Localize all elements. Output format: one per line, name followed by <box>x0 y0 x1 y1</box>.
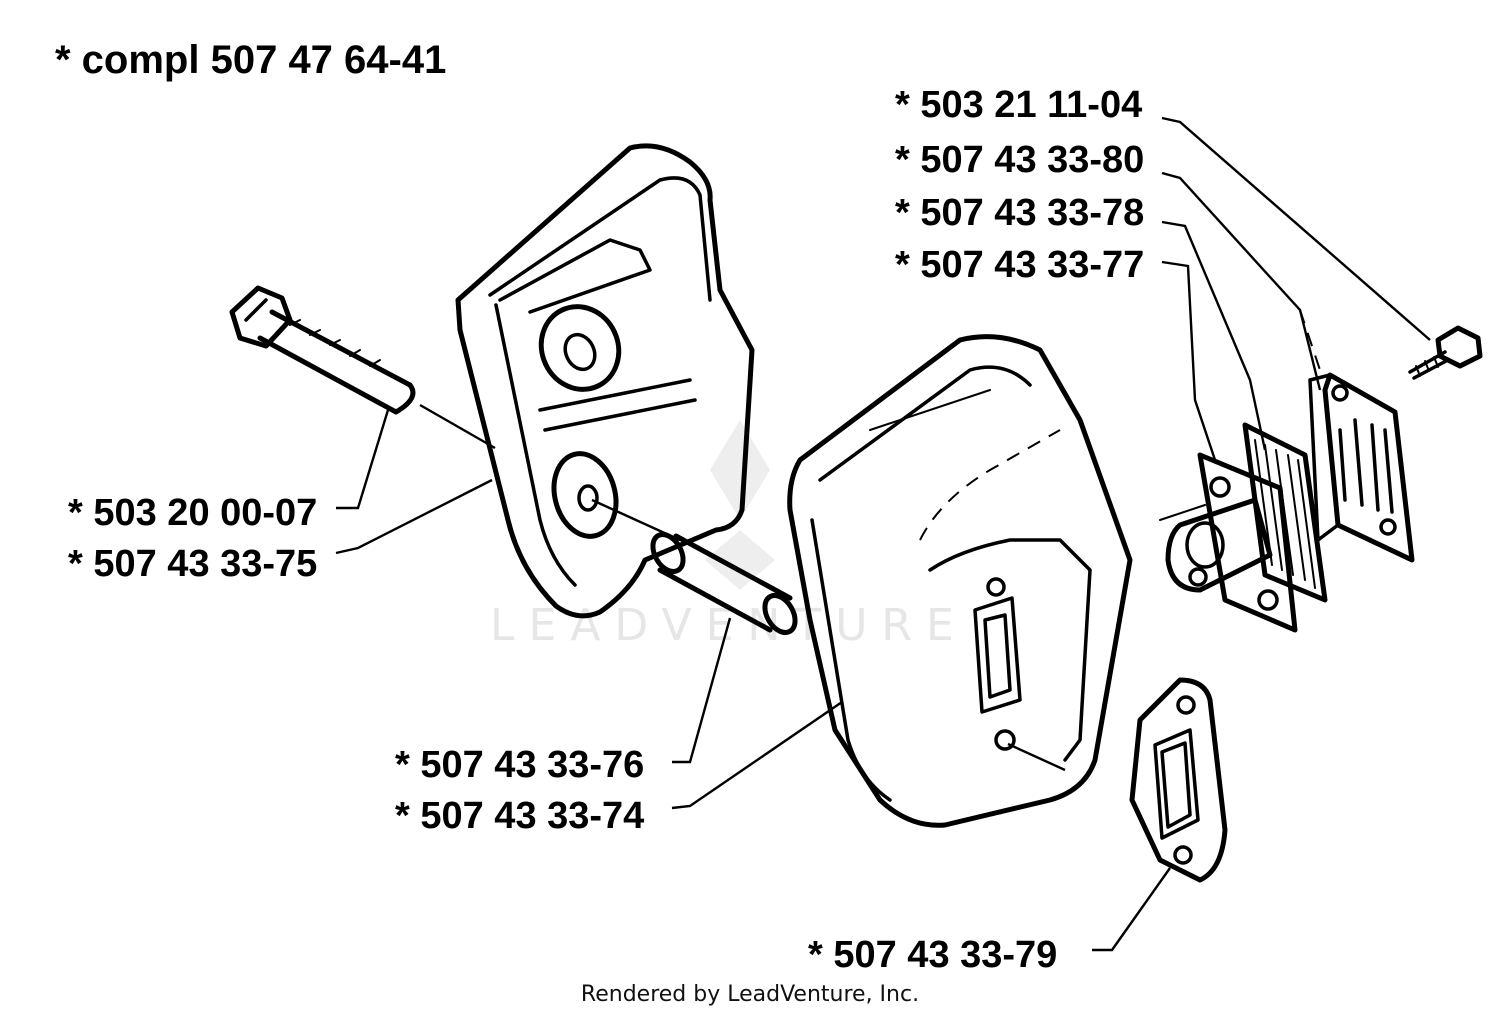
muffler-body-part <box>787 334 1133 828</box>
callout-gasket-507-43-33-79: * 507 43 33-79 <box>808 934 1057 976</box>
cover-plate-part <box>1308 372 1415 563</box>
bolt-part <box>229 285 496 450</box>
gasket-part <box>1129 677 1228 883</box>
callout-muffler-507-43-33-74: * 507 43 33-74 <box>395 795 644 837</box>
callout-deflector-507-43-33-77: * 507 43 33-77 <box>895 244 1144 286</box>
footer-credit: Rendered by LeadVenture, Inc. <box>581 982 919 1007</box>
spacer-tube-part <box>650 532 798 635</box>
callout-bolt-503-20-00-07: * 503 20 00-07 <box>68 492 317 534</box>
watermark-logo <box>705 420 775 590</box>
callout-heat-shield-507-43-33-75: * 507 43 33-75 <box>68 543 317 585</box>
deflector-part <box>1159 452 1298 633</box>
assembly-label: * compl 507 47 64-41 <box>55 38 446 82</box>
leader-lines <box>335 116 1431 952</box>
callout-screen-507-43-33-78: * 507 43 33-78 <box>895 192 1144 234</box>
heat-shield-part <box>455 143 755 619</box>
watermark: LEADVENTURE <box>490 600 968 651</box>
screw-part <box>1408 325 1483 380</box>
callout-spacer-507-43-33-76: * 507 43 33-76 <box>395 744 644 786</box>
callout-screw-503-21-11-04: * 503 21 11-04 <box>895 84 1142 126</box>
callout-plate-507-43-33-80: * 507 43 33-80 <box>895 139 1144 181</box>
